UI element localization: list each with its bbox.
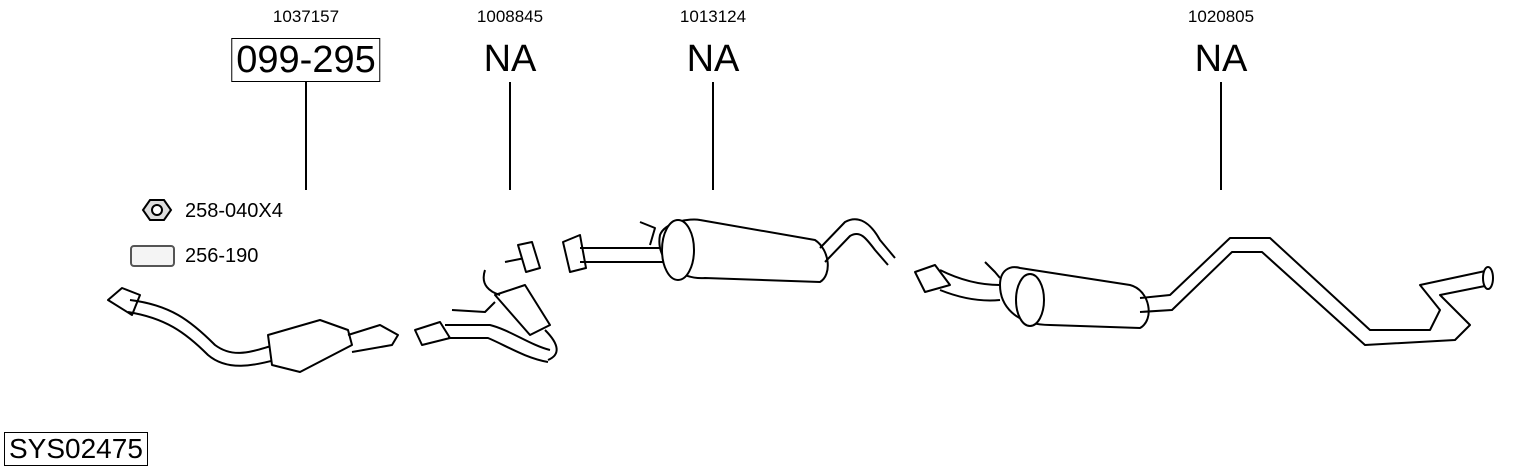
part-code-2[interactable]: NA [483,38,537,80]
part-ref-3: 1013124 [679,7,747,26]
part-code-1[interactable]: 099-295 [231,38,381,82]
part-ref-1: 1037157 [272,7,340,26]
catalytic-converter-part [107,287,399,373]
front-pipe-part [414,241,558,363]
part-ref-2: 1008845 [476,7,544,26]
leader-line [305,82,307,190]
leader-line [509,82,511,190]
centre-silencer-part [562,218,896,283]
part-code-4[interactable]: NA [1194,38,1248,80]
part-ref-4: 1020805 [1187,7,1255,26]
leader-line [1220,82,1222,190]
accessory-label-gasket: 256-190 [185,245,259,267]
gasket-icon [130,245,175,267]
leader-line [712,82,714,190]
hex-nut-icon [141,199,173,221]
rear-silencer-part [914,237,1494,346]
accessory-label-nut: 258-040X4 [185,200,283,222]
system-code: SYS02475 [4,432,148,466]
part-code-3[interactable]: NA [686,38,740,80]
